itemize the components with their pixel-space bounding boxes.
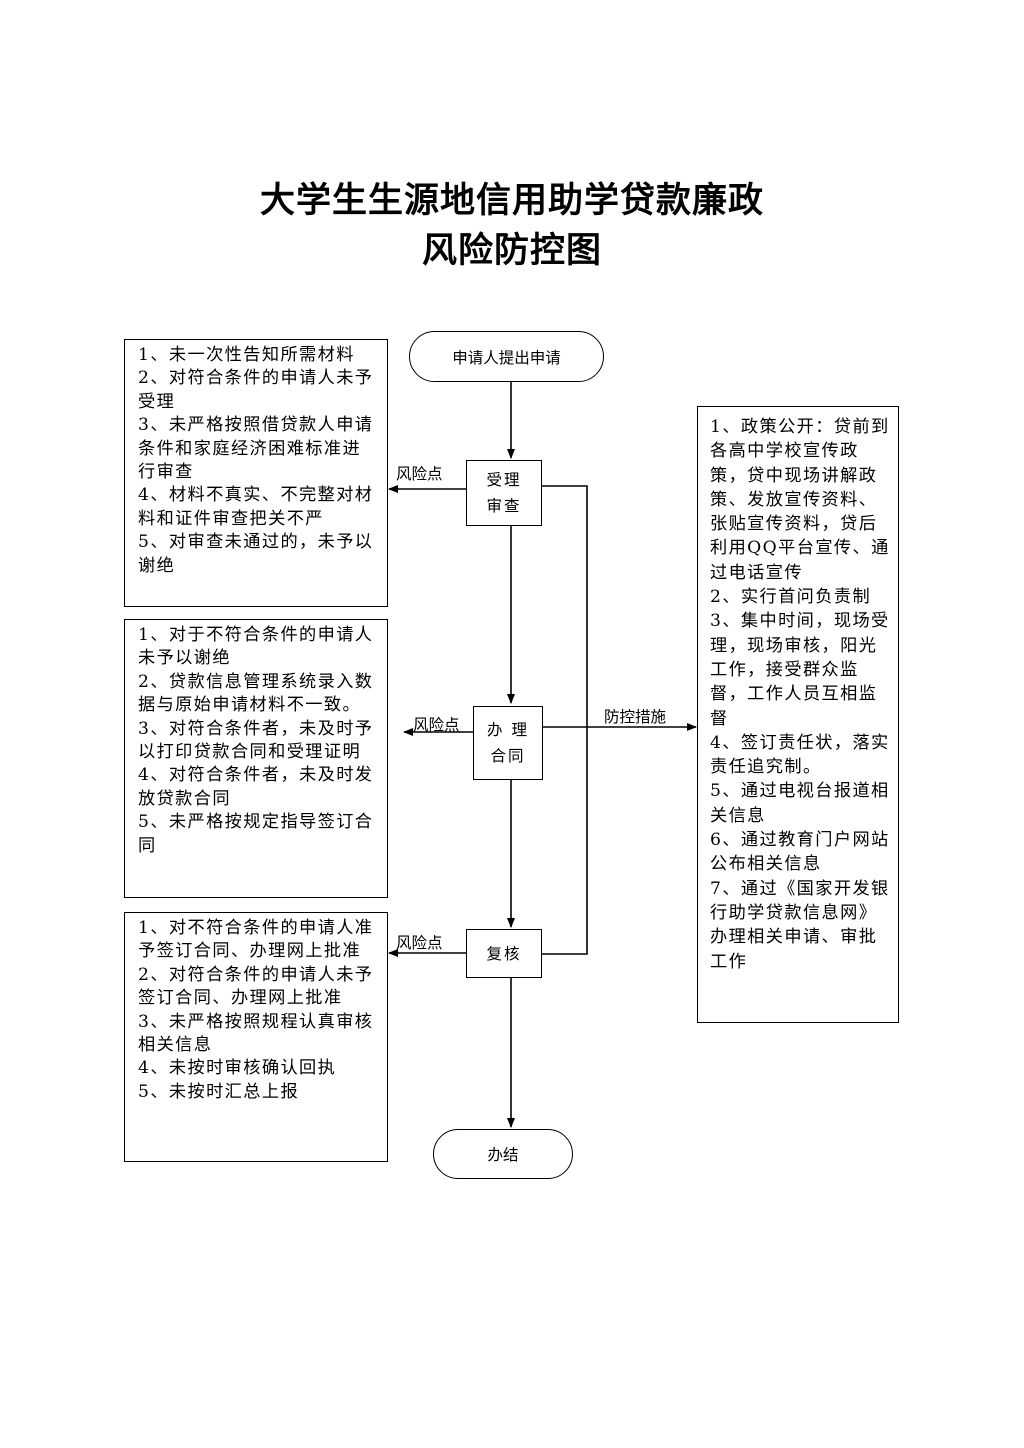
risk-item: 5、未按时汇总上报 xyxy=(138,1081,300,1102)
measure-item: 5、通过电视台报道相关信息 xyxy=(710,781,890,826)
risk-item: 4、对符合条件者，未及时发放贷款合同 xyxy=(138,765,374,809)
risk-item: 4、材料不真实、不完整对材料和证件审查把关不严 xyxy=(138,485,374,529)
risk-box-contract: 1、对于不符合条件的申请人未予以谢绝 2、贷款信息管理系统录入数据与原始申请材料… xyxy=(124,619,388,898)
risk-item: 3、未严格按照借贷款人申请条件和家庭经济困难标准进行审查 xyxy=(138,415,374,483)
diagram-title-line-2: 风险防控图 xyxy=(421,230,602,271)
risk-point-label-2: 风险点 xyxy=(413,716,460,734)
risk-item: 5、对审查未通过的，未予以谢绝 xyxy=(138,532,374,576)
end-terminal: 办结 xyxy=(433,1129,573,1179)
start-terminal-label: 申请人提出申请 xyxy=(452,348,561,367)
diagram-title-line-1: 大学生生源地信用助学贷款廉政 xyxy=(259,180,764,221)
measure-item: 1、政策公开：贷前到各高中学校宣传政策，贷中现场讲解政策、发放宣传资料、张贴宣传… xyxy=(710,417,890,583)
step-handle-contract: 办 理 合同 xyxy=(473,706,543,780)
end-terminal-label: 办结 xyxy=(487,1146,519,1164)
measure-item: 4、签订责任状，落实责任追究制。 xyxy=(710,732,890,778)
measure-item: 6、通过教育门户网站公布相关信息 xyxy=(710,830,890,875)
risk-item: 2、对符合条件的申请人未予受理 xyxy=(138,368,374,412)
risk-item: 1、未一次性告知所需材料 xyxy=(138,345,355,365)
measures-bracket xyxy=(541,485,588,955)
step-recheck: 复核 xyxy=(466,929,542,978)
risk-point-label-1: 风险点 xyxy=(396,465,443,483)
control-measures-label: 防控措施 xyxy=(604,708,667,726)
step-accept-review: 受理 审查 xyxy=(466,460,542,526)
risk-item: 1、对不符合条件的申请人准予签订合同、办理网上批准 xyxy=(138,918,374,962)
risk-point-label-3: 风险点 xyxy=(396,934,443,952)
risk-item: 3、未严格按照规程认真审核相关信息 xyxy=(138,1011,374,1056)
risk-item: 2、贷款信息管理系统录入数据与原始申请材料不一致。 xyxy=(138,671,374,716)
measure-item: 7、通过《国家开发银行助学贷款信息网》办理相关申请、审批工作 xyxy=(710,878,890,972)
risk-item: 2、对符合条件的申请人未予签订合同、办理网上批准 xyxy=(138,964,374,1009)
risk-item: 5、未严格按规定指导签订合同 xyxy=(138,812,374,856)
start-terminal: 申请人提出申请 xyxy=(409,331,604,382)
risk-item: 1、对于不符合条件的申请人未予以谢绝 xyxy=(138,625,374,669)
risk-item: 3、对符合条件者，未及时予以打印贷款合同和受理证明 xyxy=(138,718,374,763)
measure-item: 3、集中时间，现场受理，现场审核，阳光工作，接受群众监督，工作人员互相监督 xyxy=(710,611,890,729)
risk-box-review: 1、未一次性告知所需材料 2、对符合条件的申请人未予受理 3、未严格按照借贷款人… xyxy=(124,339,388,607)
risk-box-recheck: 1、对不符合条件的申请人准予签订合同、办理网上批准 2、对符合条件的申请人未予签… xyxy=(124,912,388,1162)
control-measures-box: 1、政策公开：贷前到各高中学校宣传政策，贷中现场讲解政策、发放宣传资料、张贴宣传… xyxy=(697,406,899,1023)
measure-item: 2、实行首问负责制 xyxy=(710,587,872,608)
risk-item: 4、未按时审核确认回执 xyxy=(138,1058,337,1079)
